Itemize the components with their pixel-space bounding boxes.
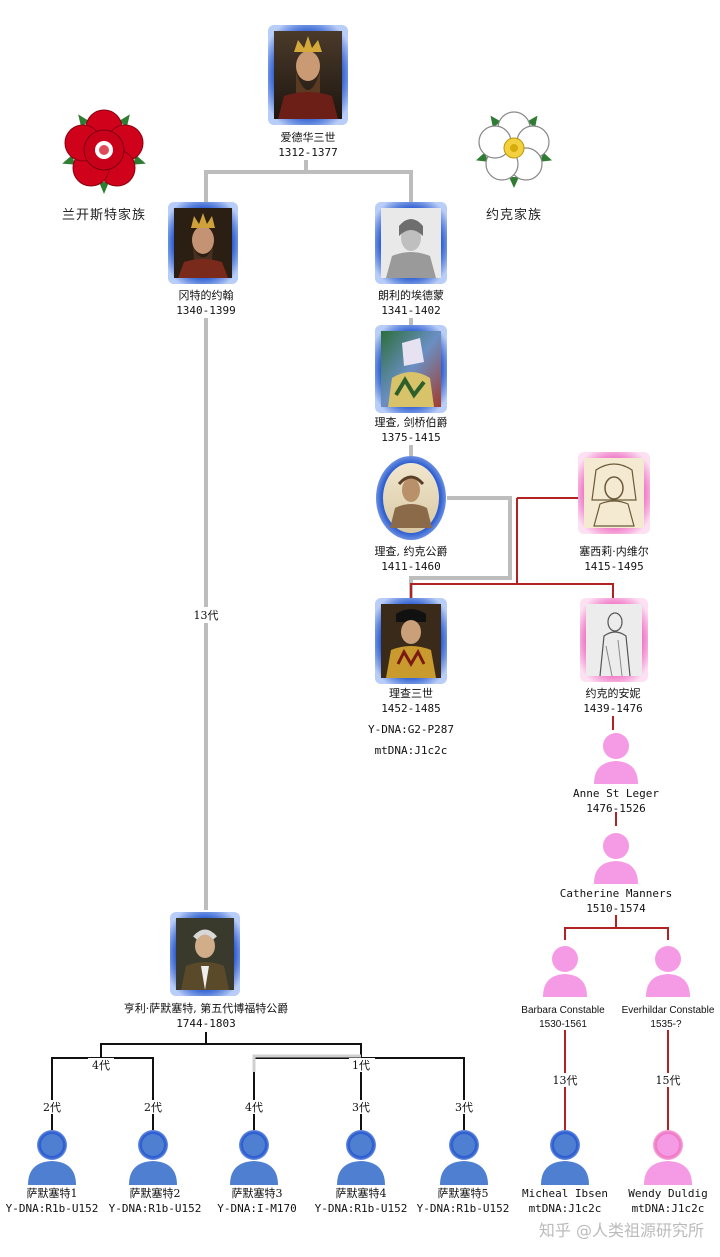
richard-york-name: 理查, 约克公爵	[375, 544, 448, 558]
silhouette-somerset-5-icon	[440, 1130, 488, 1185]
richard-york-dates: 1411-1460	[381, 560, 441, 573]
york-house-label: 约克家族	[486, 207, 542, 223]
barbara-constable-dates: 1530-1561	[539, 1019, 587, 1030]
somerset-5-dna: Y-DNA:R1b-U152	[417, 1202, 510, 1215]
generation-label-s3: 4代	[245, 1101, 263, 1114]
portrait-richard-earl-of-cambridge	[375, 325, 447, 413]
portrait-edmund-of-langley	[375, 202, 447, 284]
anne-of-york-name: 约克的安妮	[586, 686, 641, 700]
generation-label-henry-left: 4代	[92, 1059, 110, 1072]
somerset-1-name: 萨默塞特1	[27, 1186, 78, 1200]
anne-of-york-dates: 1439-1476	[583, 702, 643, 715]
silhouette-somerset-4-icon	[337, 1130, 385, 1185]
richard-cambridge-dates: 1375-1415	[381, 431, 441, 444]
richard-iii-ydna: Y-DNA:G2-P287	[368, 723, 454, 736]
silhouette-somerset-2-icon	[129, 1130, 177, 1185]
micheal-ibsen-name: Micheal Ibsen	[522, 1187, 608, 1200]
somerset-4-name: 萨默塞特4	[336, 1186, 387, 1200]
generation-label-henry-right: 1代	[352, 1059, 370, 1072]
edmund-name: 朗利的埃德蒙	[378, 288, 444, 302]
silhouette-everhildar-constable-icon	[646, 946, 690, 997]
everhildar-constable-dates: 1535-?	[650, 1019, 682, 1030]
everhildar-constable-name: Everhildar Constable	[622, 1005, 715, 1016]
generation-label-s1: 2代	[43, 1101, 61, 1114]
silhouette-micheal-ibsen-icon	[541, 1130, 589, 1185]
silhouette-wendy-duldig-icon	[644, 1130, 692, 1185]
somerset-2-name: 萨默塞特2	[130, 1186, 181, 1200]
catherine-manners-name: Catherine Manners	[560, 887, 673, 900]
generation-label-s5: 3代	[455, 1101, 473, 1114]
micheal-ibsen-dna: mtDNA:J1c2c	[529, 1202, 602, 1215]
silhouette-somerset-1-icon	[28, 1130, 76, 1185]
generation-label-s4: 3代	[352, 1101, 370, 1114]
anne-st-leger-name: Anne St Leger	[573, 787, 659, 800]
generation-label-micheal: 13代	[553, 1074, 578, 1087]
portrait-anne-of-york	[580, 598, 648, 682]
silhouette-catherine-manners-icon	[594, 833, 638, 884]
portrait-cecily-neville	[578, 452, 650, 534]
richard-iii-name: 理查三世	[389, 686, 433, 700]
portrait-john-of-gaunt	[168, 202, 238, 284]
lancaster-house-label: 兰开斯特家族	[62, 207, 146, 223]
john-of-gaunt-dates: 1340-1399	[176, 304, 236, 317]
edmund-dates: 1341-1402	[381, 304, 441, 317]
somerset-3-dna: Y-DNA:I-M170	[217, 1202, 296, 1215]
cecily-name: 塞西莉·内维尔	[579, 544, 649, 558]
wendy-duldig-dna: mtDNA:J1c2c	[632, 1202, 705, 1215]
henry-somerset-name: 亨利·萨默塞特, 第五代博福特公爵	[124, 1001, 289, 1015]
portrait-richard-iii	[375, 598, 447, 684]
silhouette-barbara-constable-icon	[543, 946, 587, 997]
edward-iii-name: 爱德华三世	[281, 130, 336, 144]
silhouette-anne-st-leger-icon	[594, 733, 638, 784]
edward-iii-dates: 1312-1377	[278, 146, 338, 159]
catherine-manners-dates: 1510-1574	[586, 902, 646, 915]
generation-label-john-henry: 13代	[194, 609, 219, 622]
somerset-1-dna: Y-DNA:R1b-U152	[6, 1202, 99, 1215]
generation-label-wendy: 15代	[656, 1074, 681, 1087]
somerset-2-dna: Y-DNA:R1b-U152	[109, 1202, 202, 1215]
somerset-4-dna: Y-DNA:R1b-U152	[315, 1202, 408, 1215]
richard-cambridge-name: 理查, 剑桥伯爵	[375, 415, 448, 429]
somerset-5-name: 萨默塞特5	[438, 1186, 489, 1200]
lancaster-rose-icon	[62, 109, 146, 194]
henry-somerset-dates: 1744-1803	[176, 1017, 236, 1030]
york-rose-icon	[475, 111, 553, 188]
cecily-dates: 1415-1495	[584, 560, 644, 573]
barbara-constable-name: Barbara Constable	[521, 1005, 605, 1016]
portrait-henry-somerset	[170, 912, 240, 996]
somerset-3-name: 萨默塞特3	[232, 1186, 283, 1200]
generation-label-s2: 2代	[144, 1101, 162, 1114]
richard-iii-mtdna: mtDNA:J1c2c	[375, 744, 448, 757]
richard-iii-dates: 1452-1485	[381, 702, 441, 715]
silhouette-somerset-3-icon	[230, 1130, 278, 1185]
john-of-gaunt-name: 冈特的约翰	[179, 288, 234, 302]
anne-st-leger-dates: 1476-1526	[586, 802, 646, 815]
zhihu-watermark: 知乎 @人类祖源研究所	[539, 1221, 704, 1240]
portrait-edward-iii	[268, 25, 348, 125]
wendy-duldig-name: Wendy Duldig	[628, 1187, 707, 1200]
portrait-richard-duke-of-york	[376, 456, 446, 540]
